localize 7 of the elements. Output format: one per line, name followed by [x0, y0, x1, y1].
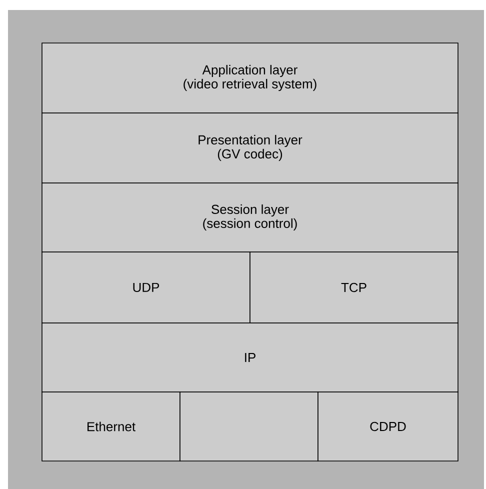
layer-box: UDP	[42, 252, 250, 324]
layer-box: Presentation layer (GV codec)	[42, 112, 458, 184]
layer-box: Application layer (video retrieval system)	[42, 42, 458, 114]
layer-box: CDPD	[318, 392, 458, 462]
layer-box: Ethernet	[42, 392, 180, 462]
layer-box: Session layer (session control)	[42, 182, 458, 252]
layer-box: TCP	[250, 252, 458, 324]
